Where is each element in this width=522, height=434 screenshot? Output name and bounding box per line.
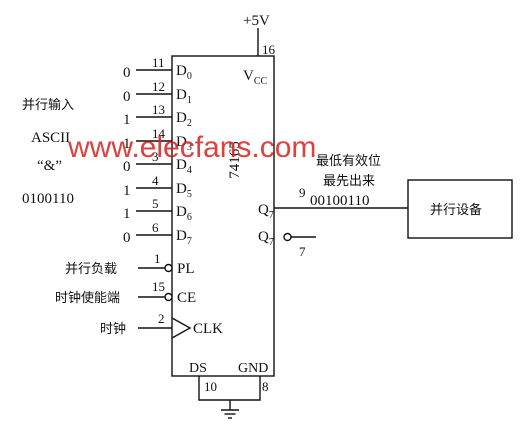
data-pin-label: D6	[176, 204, 192, 223]
clk-edge-triangle	[171, 317, 192, 339]
chip-body	[171, 55, 275, 377]
parallel-device-box	[407, 179, 513, 239]
gnd-pin-number: 8	[262, 379, 269, 394]
data-pin-value: 1	[123, 183, 131, 199]
ds-pin-number: 10	[204, 379, 217, 394]
pl-inversion-bubble	[164, 263, 173, 273]
data-pin-label: D5	[176, 181, 192, 200]
data-pin-row: 0 3D4	[123, 149, 192, 176]
data-pin-row: 0 6D7	[123, 220, 192, 247]
pl-desc: 并行负载	[65, 262, 117, 277]
input-group-title: 并行输入	[22, 97, 74, 113]
ds-label: DS	[189, 361, 207, 376]
data-pin-number: 12	[152, 79, 165, 94]
data-pin-value: 1	[123, 206, 131, 222]
data-pin-label: D4	[176, 157, 192, 176]
chip-name: 74165	[227, 141, 243, 179]
q7n-pin-number: 7	[299, 244, 306, 259]
q7n-inversion-bubble	[283, 232, 292, 242]
ce-label: CE	[177, 290, 196, 306]
input-group-char: “&”	[37, 158, 62, 174]
data-pin-label: D1	[176, 87, 192, 106]
clk-pin-number: 2	[158, 311, 165, 326]
data-pin-value: 1	[123, 136, 131, 152]
data-pin-value: 0	[123, 159, 131, 175]
output-note-bits: 00100110	[310, 193, 369, 209]
data-pin-label: D2	[176, 110, 192, 129]
input-group-bits: 0100110	[22, 191, 74, 207]
watermark-text: www.elecfans.com	[67, 131, 316, 164]
power-label: +5V	[243, 13, 270, 29]
data-pin-number: 13	[152, 102, 165, 117]
data-pin-row: 1 4D5	[123, 173, 192, 200]
data-pin-value: 1	[123, 112, 131, 128]
data-pin-number: 3	[152, 149, 159, 164]
ce-inversion-bubble	[164, 292, 173, 302]
output-q7-inverted: Q7 7	[258, 229, 316, 259]
data-pin-value: 0	[123, 230, 131, 246]
q7n-label: Q7	[258, 229, 274, 248]
data-pin-number: 14	[152, 126, 166, 141]
q7-label: Q7	[258, 202, 274, 221]
ce-desc: 时钟使能端	[55, 290, 120, 306]
output-note-line1: 最低有效位	[316, 154, 381, 169]
input-group-label: 并行输入 ASCII “&” 0100110	[22, 97, 74, 207]
data-pin-label: D7	[176, 228, 192, 247]
clk-desc: 时钟	[100, 321, 126, 337]
power-pin-number: 16	[262, 42, 276, 57]
clk-label: CLK	[193, 321, 223, 337]
control-pin-pl: 并行负载 1 PL	[65, 251, 195, 277]
data-pin-number: 11	[152, 55, 165, 70]
output-note-line2: 最先出来	[323, 174, 375, 189]
control-pin-clk: 时钟 2 CLK	[100, 311, 223, 339]
pl-pin-number: 1	[154, 251, 161, 266]
parallel-device-label: 并行设备	[430, 202, 482, 218]
data-pin-value: 0	[123, 65, 131, 81]
data-pin-number: 5	[152, 196, 159, 211]
q7-pin-number: 9	[299, 185, 306, 200]
input-group-code: ASCII	[31, 130, 70, 146]
data-pin-row: 1 5D6	[123, 196, 192, 223]
ce-pin-number: 15	[152, 279, 165, 294]
vcc-label: VCC	[243, 68, 268, 87]
data-pin-number: 6	[152, 220, 159, 235]
ground-icon	[221, 409, 239, 419]
data-pin-label: D0	[176, 63, 192, 82]
data-pin-number: 4	[152, 173, 159, 188]
data-pin-value: 0	[123, 89, 131, 105]
gnd-label: GND	[238, 361, 268, 376]
output-q7: Q7 9	[258, 185, 408, 221]
control-pin-ce: 时钟使能端 15 CE	[55, 279, 196, 306]
data-pin-label: D3	[176, 134, 192, 153]
pl-label: PL	[177, 261, 195, 277]
